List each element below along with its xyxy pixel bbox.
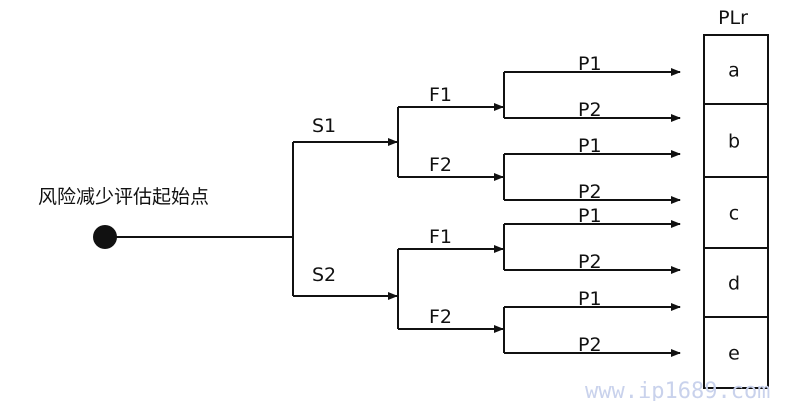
plr-cell-c: c: [729, 203, 739, 225]
start-point-dot: [93, 225, 117, 249]
p-label: P1: [578, 205, 602, 227]
f-label: F1: [429, 226, 452, 248]
p-label: P1: [578, 135, 602, 157]
plr-cell-d: d: [728, 273, 740, 295]
plr-header: PLr: [718, 7, 748, 29]
root-branch-line: [105, 142, 294, 296]
p-label: P2: [578, 251, 602, 273]
f-label: F1: [429, 84, 452, 106]
p-label: P2: [578, 99, 602, 121]
p-label: P1: [578, 288, 602, 310]
watermark: www.ip1689.com: [585, 379, 770, 401]
plr-cell-e: e: [728, 343, 740, 365]
start-label: 风险减少评估起始点: [38, 186, 209, 208]
s-label: S1: [312, 115, 336, 137]
s-label: S2: [312, 264, 336, 286]
p-label: P2: [578, 334, 602, 356]
plr-cell-a: a: [728, 60, 740, 82]
f-label: F2: [429, 154, 452, 176]
f-label: F2: [429, 306, 452, 328]
plr-cell-b: b: [728, 131, 740, 153]
p-label: P2: [578, 181, 602, 203]
plr-table: PLr a b c d e: [703, 7, 769, 389]
plr-table-border: [703, 34, 769, 389]
p-label: P1: [578, 53, 602, 75]
